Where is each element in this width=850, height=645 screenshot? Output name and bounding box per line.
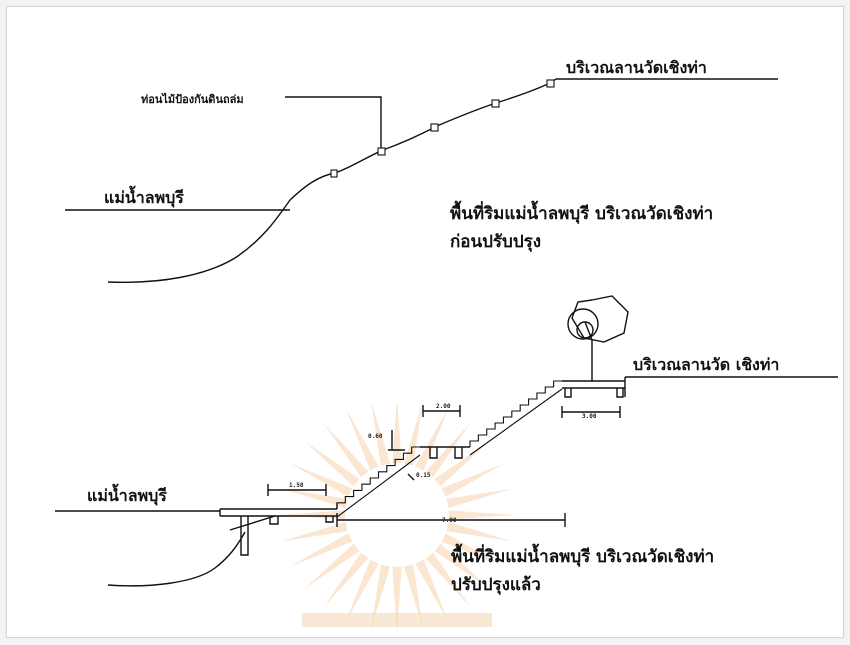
dim-top-platform: 3.00 xyxy=(582,413,597,420)
caption-before-line1: พื้นที่ริมแม่น้ำลพบุรี บริเวณวัดเชิงท่า xyxy=(450,204,714,224)
dim-total-run: 7.00 xyxy=(442,517,457,524)
stair-underside xyxy=(336,454,421,518)
label-temple-area-bottom: บริเวณลานวัด เชิงท่า xyxy=(633,355,780,374)
caption-before: พื้นที่ริมแม่น้ำลพบุรี บริเวณวัดเชิงท่า … xyxy=(450,200,713,256)
timber-piles xyxy=(330,79,555,178)
caption-before-line2: ก่อนปรับปรุง xyxy=(450,232,542,252)
stair-flight xyxy=(469,380,562,447)
caption-after-line1: พื้นที่ริมแม่น้ำลพบุรี บริเวณวัดเชิงท่า xyxy=(451,547,715,567)
staircase xyxy=(336,380,563,518)
stair-flight xyxy=(336,446,420,509)
label-temple-area-top: บริเวณลานวัดเชิงท่า xyxy=(566,58,707,77)
label-retaining-wall: ท่อนไม้ป้องกันดินถล่ม xyxy=(141,93,244,106)
caption-after-line2: ปรับปรุงแล้ว xyxy=(451,575,541,595)
terrain-before xyxy=(65,78,778,283)
dim-step-note: 0.15 xyxy=(416,472,431,479)
dim-landing-lower: 1.50 xyxy=(289,482,304,489)
stair-underside xyxy=(469,388,563,456)
label-river-bottom: แม่น้ำลพบุรี xyxy=(87,486,167,505)
label-river-top: แม่น้ำลพบุรี xyxy=(104,188,184,207)
dim-landing-mid: 2.00 xyxy=(436,403,451,410)
dim-riser: 0.60 xyxy=(368,433,383,440)
caption-after: พื้นที่ริมแม่น้ำลพบุรี บริเวณวัดเชิงท่า … xyxy=(451,543,714,599)
terrain-after xyxy=(55,295,838,587)
drawing-sheet xyxy=(6,6,844,638)
